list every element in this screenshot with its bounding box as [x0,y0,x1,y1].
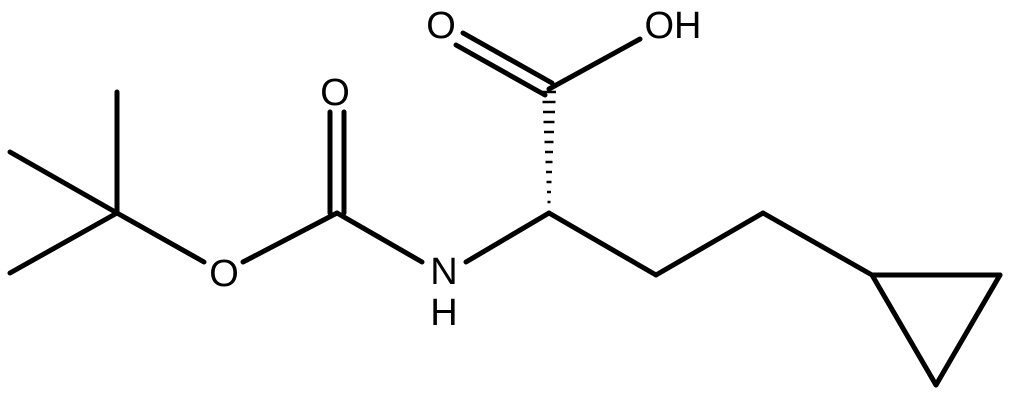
atom-label-amide-nitrogen: N [430,251,457,293]
bond-gamma-cyclopropyl [760,210,875,278]
atom-label-boc-carbonyl-oxygen: O [320,72,350,114]
bond-acid-c-o-double-a [460,30,555,86]
atom-label-ester-oxygen: O [209,253,239,295]
bond-tbu-ester-oxygen [114,210,207,265]
bond-acid-c-oh [546,36,643,92]
bond-ester-oxygen-carbonyl [240,210,340,265]
atom-label-hydroxyl: OH [645,5,702,47]
bond-alpha-beta [546,210,659,278]
bond-tbu-methyl-left-upper [7,149,120,216]
hashed-wedge-bond [542,90,556,204]
bond-cyclopropyl-c [869,272,939,388]
bond-acid-c-o-double-b [453,42,548,98]
bond-carbamate-c-n [334,210,425,265]
bond-tbu-methyl-left-lower [7,210,120,276]
bond-beta-gamma [653,210,766,278]
bond-cyclopropyl-b [933,272,1003,388]
atom-label-acid-carbonyl-oxygen: O [426,5,456,47]
bond-n-alpha-carbon [463,210,552,265]
atom-label-amide-hydrogen: H [430,292,457,334]
